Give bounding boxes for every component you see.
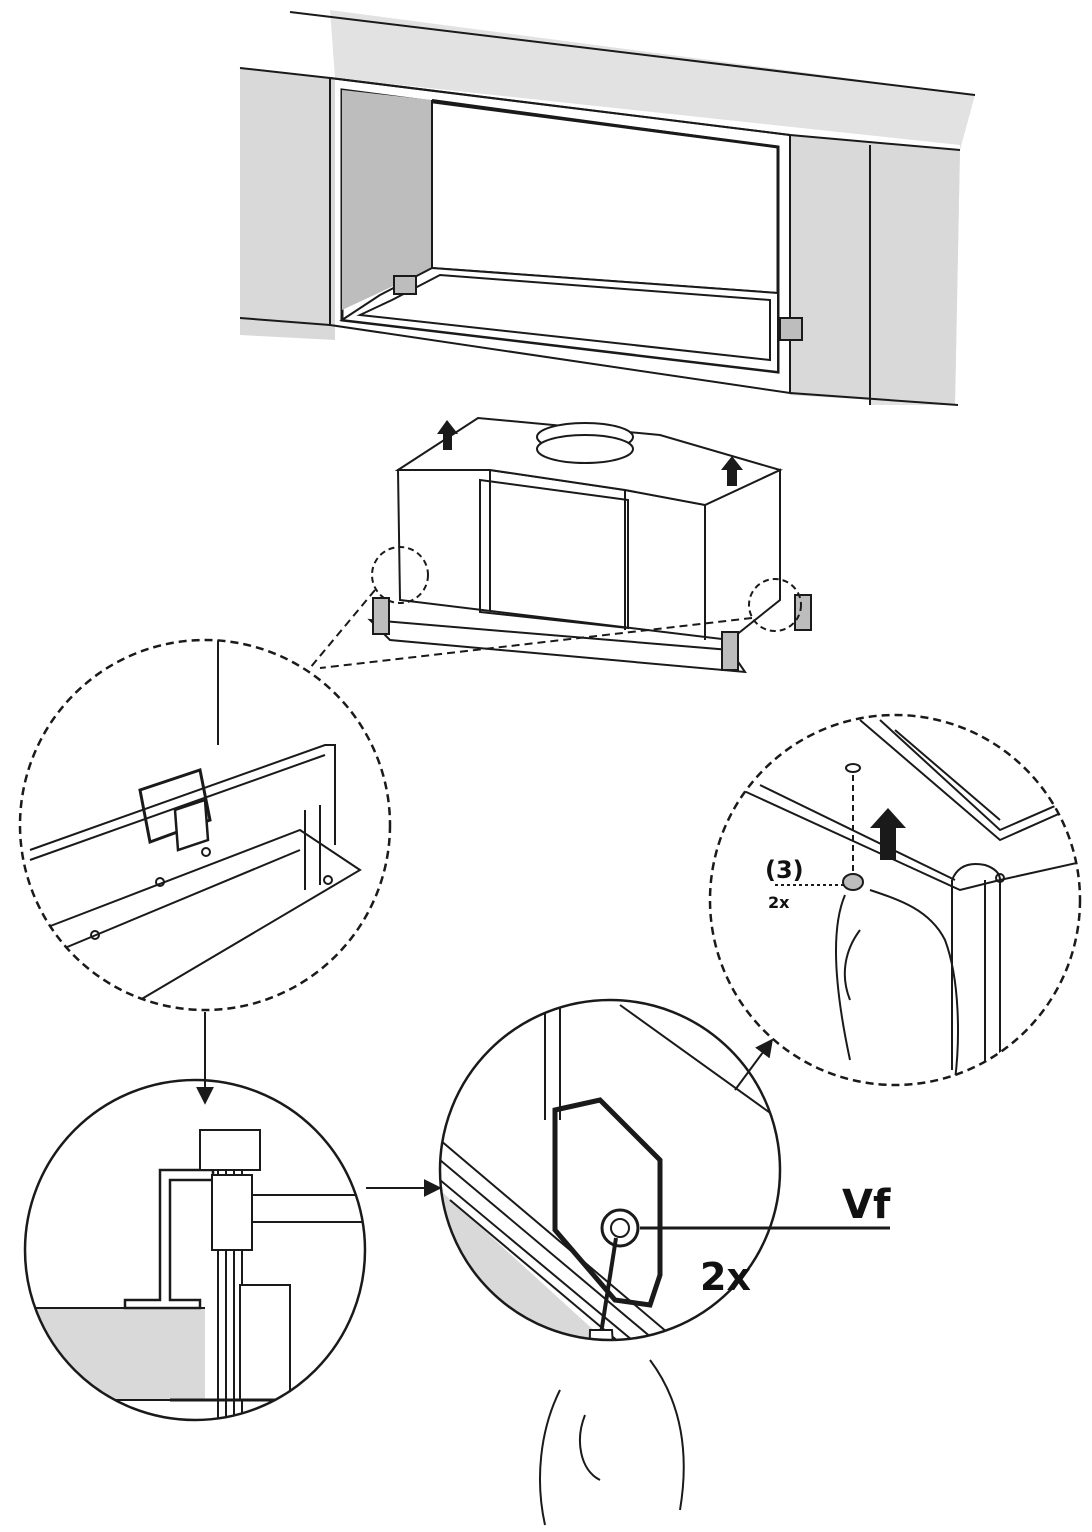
hood-unit <box>367 416 812 674</box>
leader-lines <box>309 589 753 669</box>
up-arrow-icon <box>870 808 906 860</box>
lift-arrows <box>437 420 743 486</box>
detail-bracket-closeup <box>18 638 392 1012</box>
screw-callout-label: (3) <box>765 856 804 884</box>
fastener-code-label: Vf <box>842 1182 891 1228</box>
arrow-up-right <box>734 1038 774 1091</box>
detail-circles <box>371 546 802 632</box>
fastener-count-label: 2x <box>700 1255 751 1299</box>
detail-cross-section <box>23 1078 367 1422</box>
detail-screw-removal: (3) 2x <box>708 713 1082 1087</box>
cabinet-recess <box>239 10 976 406</box>
screw-count-label: 2x <box>768 893 790 912</box>
